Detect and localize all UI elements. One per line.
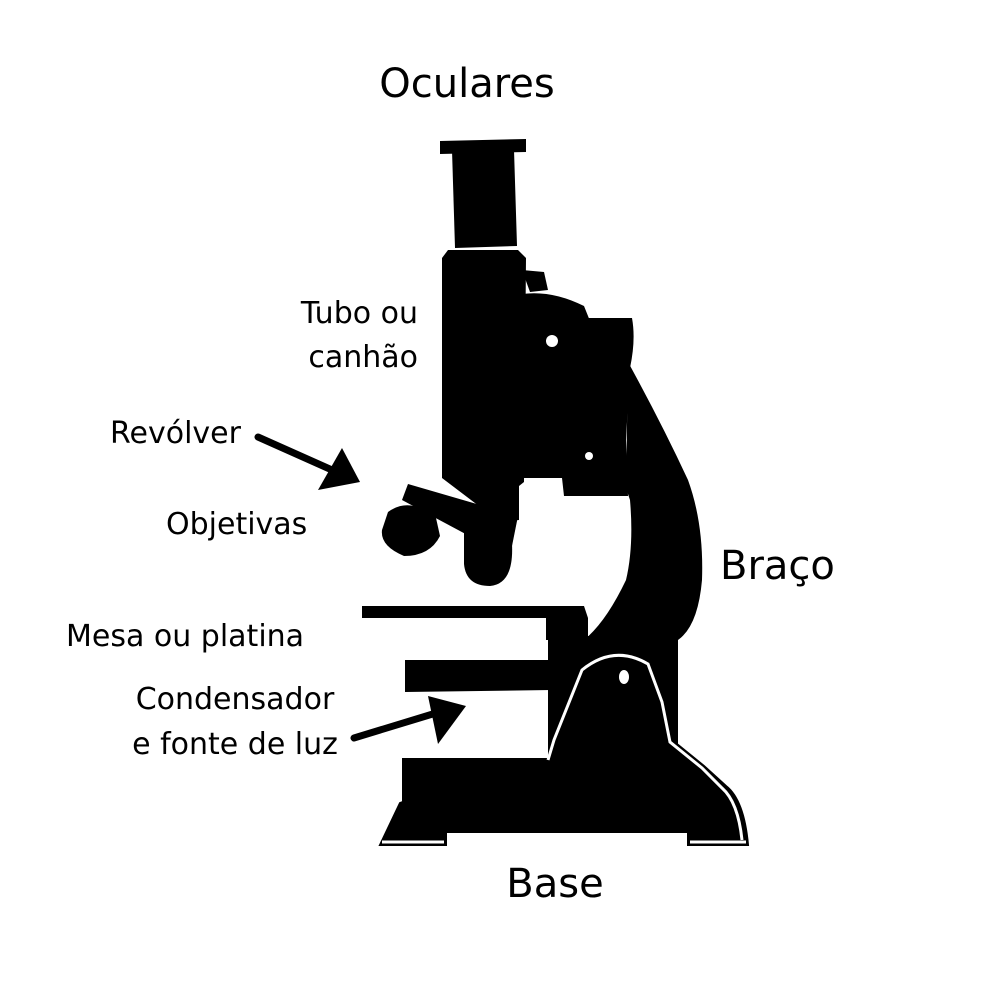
stage-plate (362, 606, 588, 618)
arm-block (520, 318, 634, 496)
revolver-arrow-head (318, 448, 360, 490)
label-condensador-line1: Condensador (135, 682, 335, 717)
arm (584, 362, 703, 640)
main-tube (442, 250, 526, 522)
label-mesa: Mesa ou platina (66, 619, 305, 654)
label-revolver: Revólver (110, 416, 241, 451)
condenser-arrow-head (428, 696, 466, 744)
arm-hole (585, 452, 593, 460)
label-condensador-line2: e fonte de luz (132, 727, 338, 762)
focus-knob-gear (522, 270, 548, 292)
knob-hole (546, 335, 558, 347)
revolver-arrow-shaft (254, 433, 336, 474)
stage-support (546, 618, 588, 640)
label-objetivas: Objetivas (166, 507, 308, 542)
condenser-arrow-shaft (350, 709, 440, 742)
label-braco: Braço (720, 543, 835, 589)
eyepiece-tube (452, 150, 517, 248)
objective-left (381, 505, 440, 556)
condenser (405, 660, 552, 692)
objective-right (464, 526, 513, 586)
base-body (378, 651, 750, 846)
label-tubo-line1: Tubo ou (300, 296, 418, 331)
base-highlight-outline (546, 653, 744, 841)
label-oculares: Oculares (379, 61, 555, 107)
label-base: Base (506, 861, 604, 907)
base-hole (619, 670, 629, 684)
label-tubo-line2: canhão (308, 340, 418, 375)
